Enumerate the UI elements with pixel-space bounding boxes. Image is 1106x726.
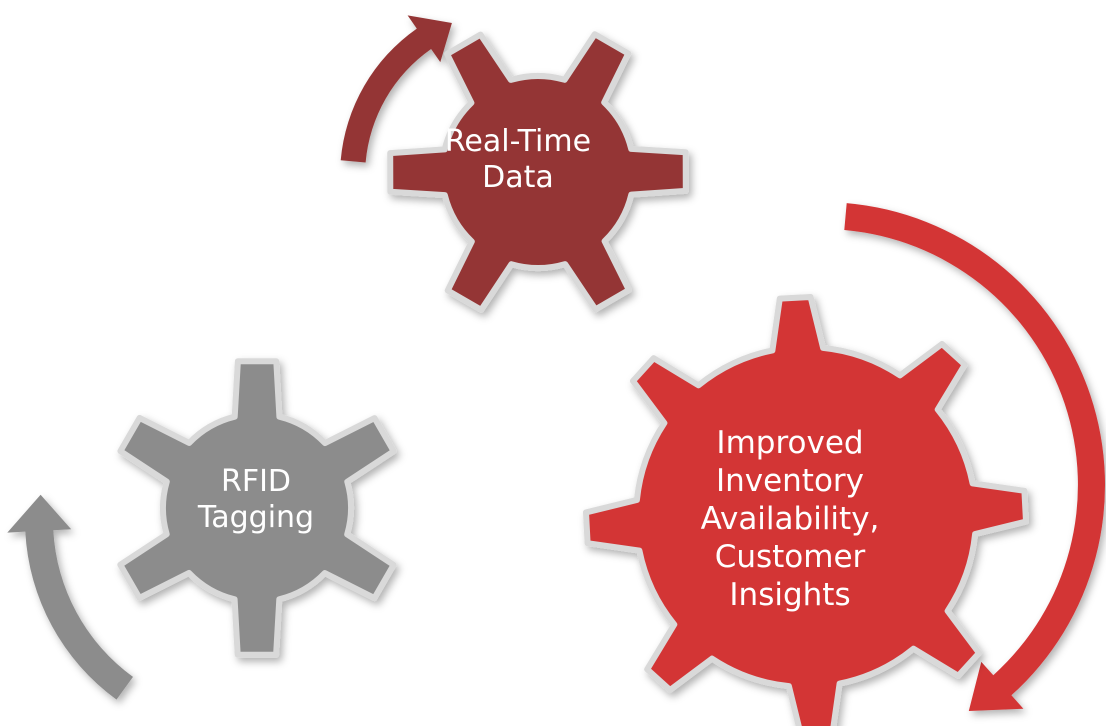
arrow-rfid-icon [7,494,133,700]
arrow-improved-icon [844,203,1106,711]
gear-real-time-data-icon [387,31,689,313]
arrow-real-time-icon [340,15,452,163]
gear-improved-inventory-icon [583,294,1029,726]
gear-rfid-tagging-icon [117,358,397,658]
